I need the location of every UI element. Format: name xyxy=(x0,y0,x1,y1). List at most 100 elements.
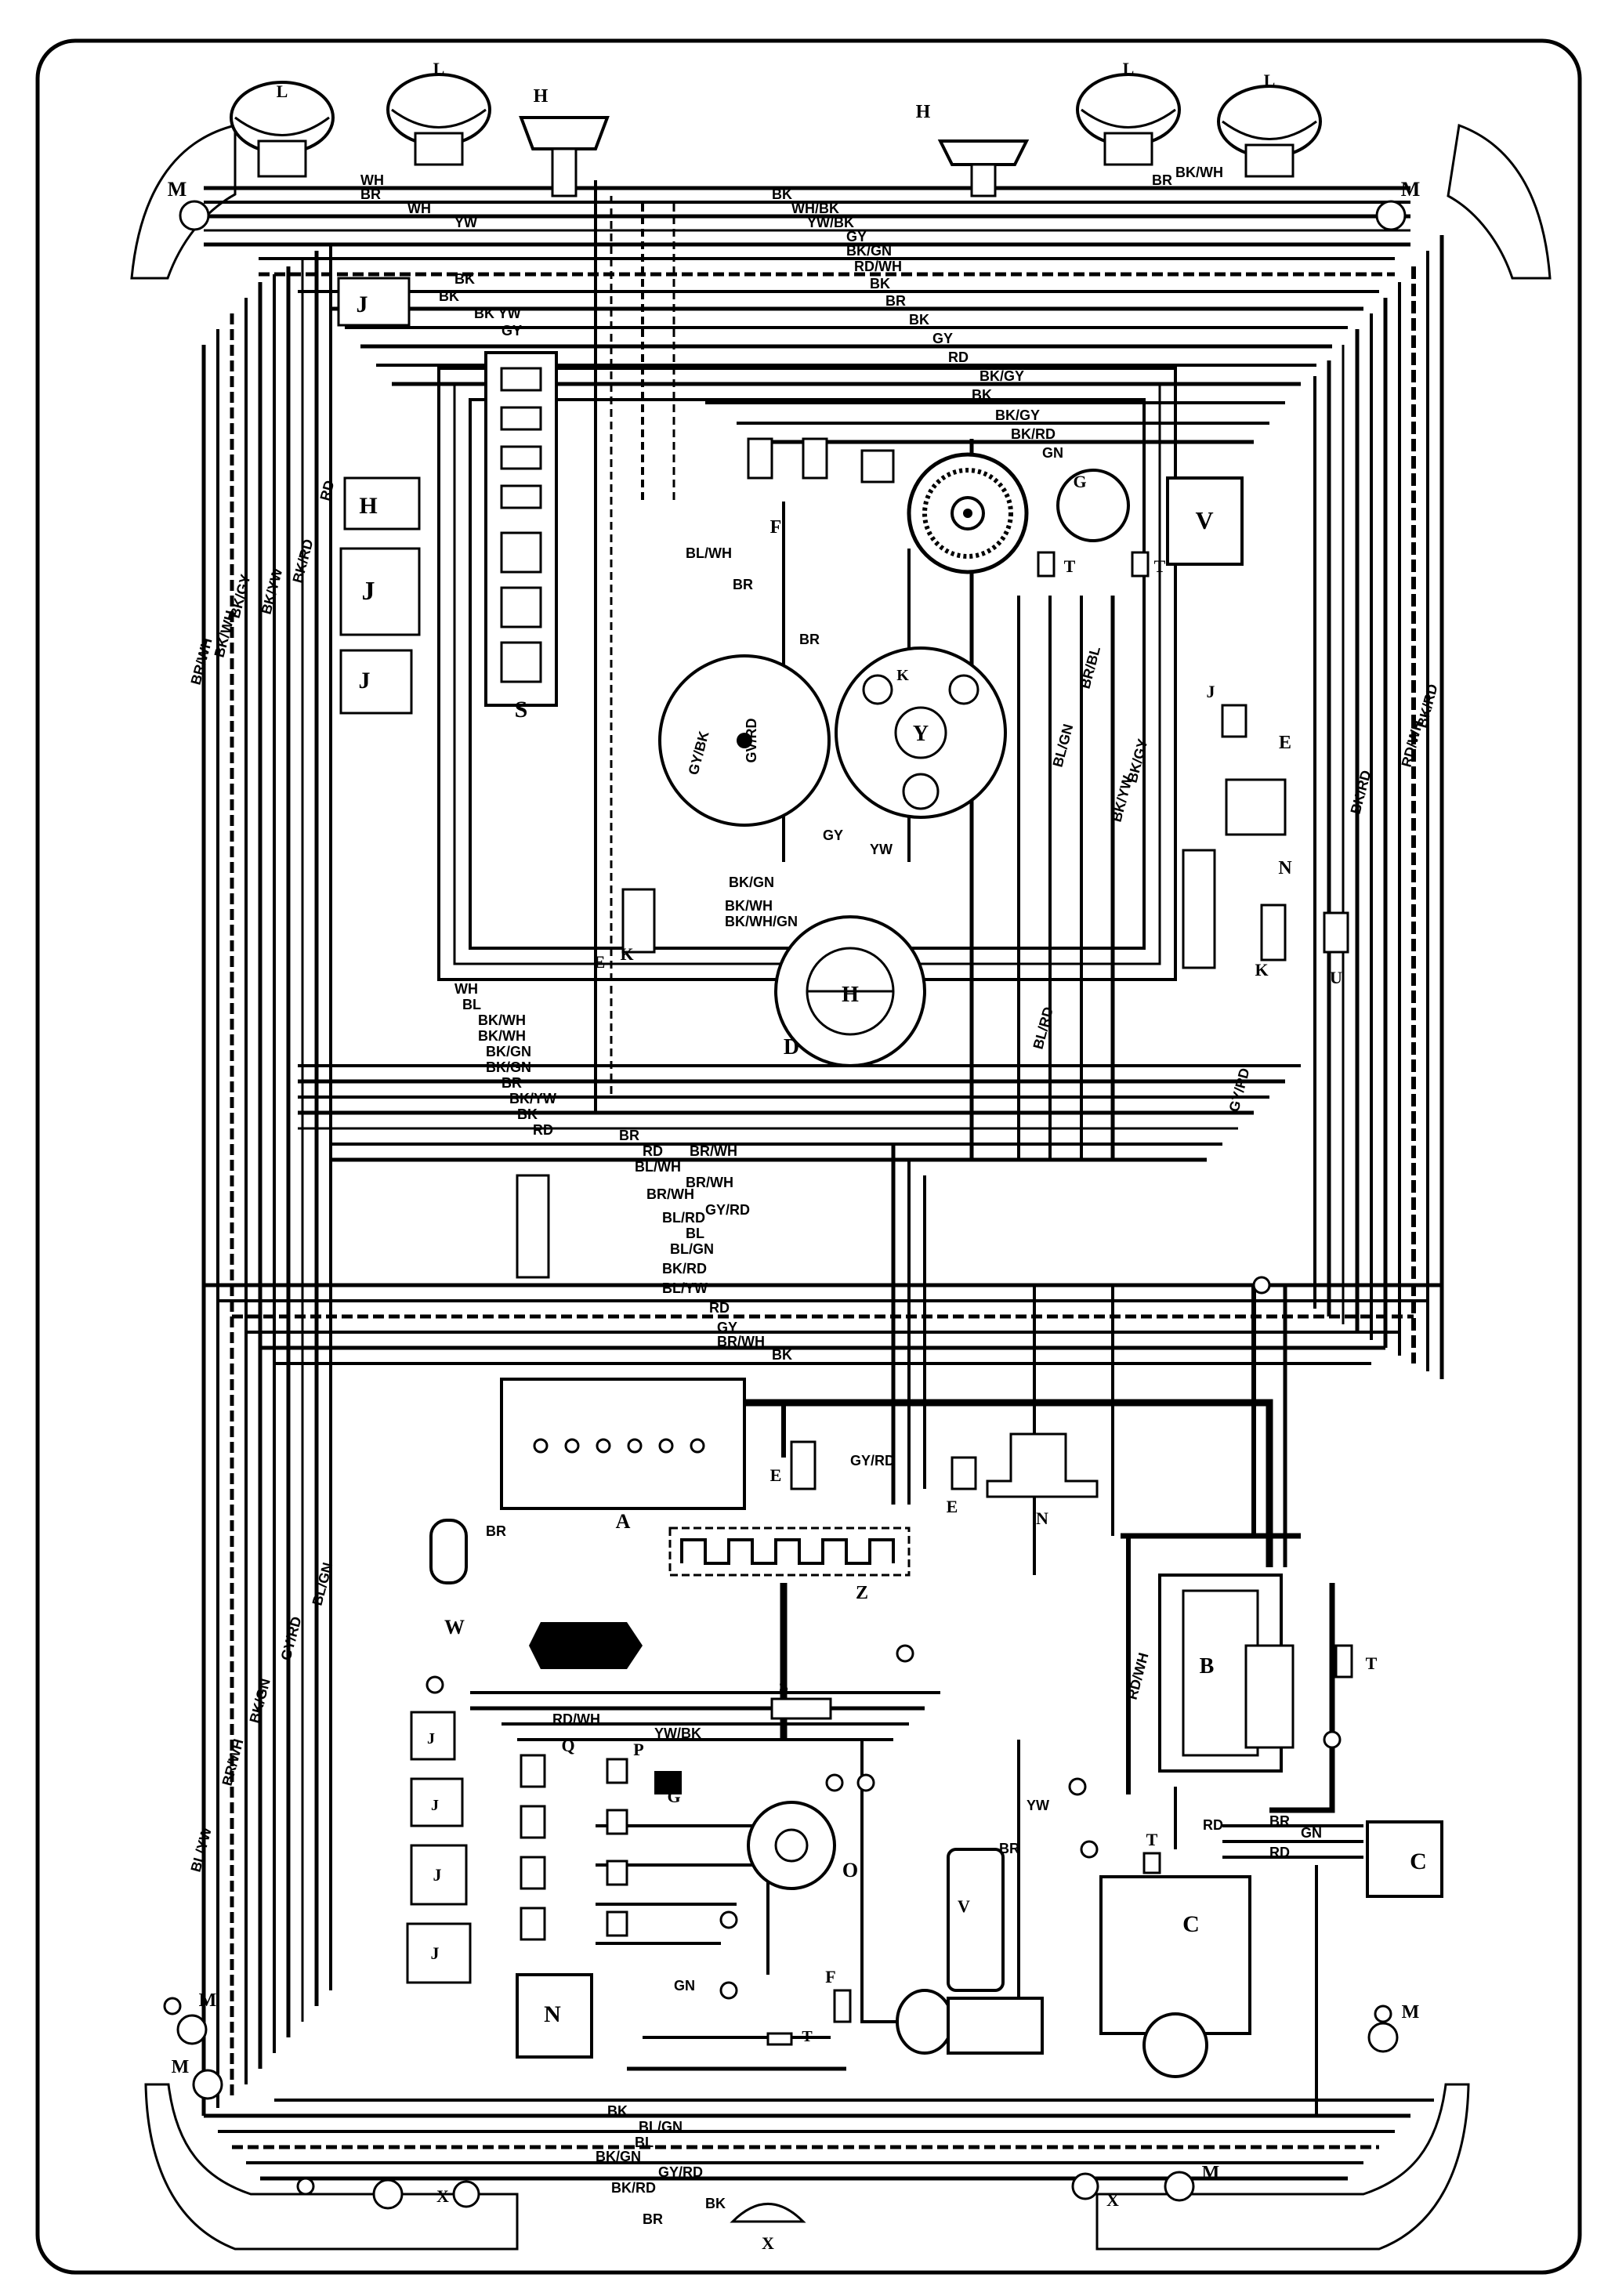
headlight-right-outer: L xyxy=(1217,71,1322,178)
motor-v-label: V xyxy=(1195,506,1213,534)
rear-lamp-left-inner: M xyxy=(172,2057,223,2100)
wire-label-br-wh-left: BR/WH xyxy=(188,636,215,686)
connector-t-alt: T xyxy=(1142,1830,1161,1874)
wire-label-yw-bk: YW/BK xyxy=(807,215,854,230)
wire-label-bk-yw: BK YW xyxy=(474,306,521,321)
steering-switch: H D xyxy=(774,915,926,1067)
motor-v: V xyxy=(1166,476,1244,566)
connector-t-right-label: T xyxy=(1154,556,1166,576)
wire-label-bk-wh-2: BK/WH xyxy=(725,898,773,914)
wire-label-yw-2: YW xyxy=(870,842,893,857)
wire-label-bl-gn-2: BL/GN xyxy=(639,2119,683,2135)
fan-motor-g-label: G xyxy=(1073,472,1086,491)
connector-t-battery: T xyxy=(1334,1644,1378,1679)
license-lamp-right: X xyxy=(1071,2172,1119,2210)
wire-label-gy-rd-2: GY/RD xyxy=(850,1453,895,1468)
connector-t-rear: T xyxy=(766,2028,813,2046)
wire-label-br-wh-left-2: BR/WH xyxy=(219,1737,247,1787)
wire-label-bl-wh-2: BL/WH xyxy=(635,1159,681,1175)
battery-b-label: B xyxy=(1200,1654,1215,1679)
connector-n-right: N xyxy=(1182,849,1292,969)
wire-label-br-9: BR xyxy=(999,1841,1019,1856)
headlight-right-inner: L xyxy=(1076,59,1181,166)
wire-label-wh-3: WH xyxy=(454,981,478,997)
instrument-y: Y K xyxy=(835,646,1007,819)
switch-k-right-label: K xyxy=(1255,960,1268,980)
wire-label-bk-wh-3: BK/WH xyxy=(478,1012,526,1028)
switch-k-center-label: K xyxy=(620,944,633,964)
wire-label-gy-rd: GY/RD xyxy=(705,1202,750,1218)
ignition-coil-n: N xyxy=(516,1973,593,2059)
front-bumper xyxy=(130,123,1552,280)
wire-label-rd-6: RD xyxy=(1203,1817,1223,1833)
relay-j-lower-2: J xyxy=(410,1777,464,1827)
switch-f-left-label: F xyxy=(770,517,782,538)
switch-s: S xyxy=(770,1677,832,1720)
rear-lamp-right-outer: M xyxy=(1367,2002,1419,2053)
wire-label-gy-rd-3: GY/RD xyxy=(658,2164,703,2180)
wire-label-gy-4: GY xyxy=(823,828,843,843)
rear-lamp-left-extra xyxy=(372,2178,404,2210)
license-lamp-left: X xyxy=(436,2180,480,2208)
wire-label-rd-wh-2: RD/WH xyxy=(552,1711,600,1727)
regulator-c: C xyxy=(1366,1820,1443,1898)
connector-t-center: T xyxy=(1037,551,1076,578)
switch-s-label: S xyxy=(779,1677,788,1697)
fuse-f-lower-label: F xyxy=(825,1967,835,1986)
rear-lamp-left-outer: M xyxy=(176,1990,216,2045)
front-lamp-left: M xyxy=(168,178,210,231)
washer-w: W xyxy=(429,1519,468,1639)
switch-u-right: U xyxy=(1323,911,1349,987)
spark-plug-q-label: Q xyxy=(561,1736,574,1755)
wire-label-bk-gn-5: BK/GN xyxy=(596,2149,641,2164)
wire-label-bk-gn-left: BK/GN xyxy=(247,1677,273,1725)
headlight-left-inner-label: L xyxy=(433,59,445,78)
wire-label-bl-wh: BL/WH xyxy=(686,545,732,561)
headlight-right-inner-label: L xyxy=(1123,59,1135,78)
wire-label-bk-rd: BK/RD xyxy=(1011,426,1056,442)
wire-label-bk-yw-left: BK/YW xyxy=(259,567,286,616)
battery-b: B xyxy=(1158,1574,1295,1773)
wire-color-labels: WH BR WH YW BK WH/BK YW/BK GY BK/GN RD/W… xyxy=(360,165,1322,2227)
wire-label-bl-yw: BL/YW xyxy=(662,1280,708,1296)
heater-plug-z: Z xyxy=(668,1526,911,1603)
fuse-box-label: S xyxy=(515,697,528,722)
plug-connector-p-label: P xyxy=(633,1740,643,1759)
wire-label-br-10: BR xyxy=(1269,1813,1290,1829)
wire-label-bk-gy-2: BK/GY xyxy=(995,407,1040,423)
regulator-c-label: C xyxy=(1410,1849,1427,1874)
wire-label-yw-bk-2: YW/BK xyxy=(654,1726,701,1741)
fuse-f-lower: F xyxy=(825,1967,852,2023)
ignition-g-label: G xyxy=(667,1787,680,1806)
wire-label-bk-8: BK xyxy=(517,1106,538,1122)
wire-label-br-5: BR xyxy=(799,632,820,647)
wire-label-br-3: BR xyxy=(1152,172,1172,188)
sender-n-lower-label: N xyxy=(1036,1508,1048,1528)
license-lamp-left-label: X xyxy=(436,2186,449,2206)
instrument-y-label: Y xyxy=(913,722,929,746)
horn-right: H xyxy=(916,102,1030,197)
wire-label-bk-gn-2: BK/GN xyxy=(729,875,774,890)
wire-label-rd-5: RD xyxy=(1269,1845,1290,1860)
washer-w-label: W xyxy=(444,1616,465,1639)
wire-label-gy: GY xyxy=(846,229,867,244)
connector-t-center-label: T xyxy=(1064,556,1076,576)
ignition-g: G xyxy=(654,1771,682,1806)
wire-label-bl-3: BL xyxy=(635,2135,654,2150)
wire-label-gy-rd-right: GY/RD xyxy=(1226,1067,1253,1114)
wire-label-yw: YW xyxy=(454,215,477,230)
wire-label-br: BR xyxy=(360,187,381,202)
wire-label-bk-9: BK xyxy=(772,1347,792,1363)
wire-label-rd-2: RD xyxy=(533,1122,553,1138)
wire-label-gy-rd-left: GY/RD xyxy=(278,1615,305,1662)
wire-label-bl-gn: BL/GN xyxy=(670,1241,714,1257)
wire-label-yw-3: YW xyxy=(1027,1798,1049,1813)
wire-label-bk-10: BK xyxy=(607,2103,628,2119)
relay-j-right: J xyxy=(1207,682,1287,836)
wire-label-rd-left: RD xyxy=(317,479,338,502)
wire-label-gy-3: GY xyxy=(502,323,522,339)
wire-label-bk-gn-3: BK/GN xyxy=(486,1044,531,1059)
wire-label-bl-rd-right: BL/RD xyxy=(1030,1005,1057,1051)
fuse-box: S xyxy=(484,351,558,722)
